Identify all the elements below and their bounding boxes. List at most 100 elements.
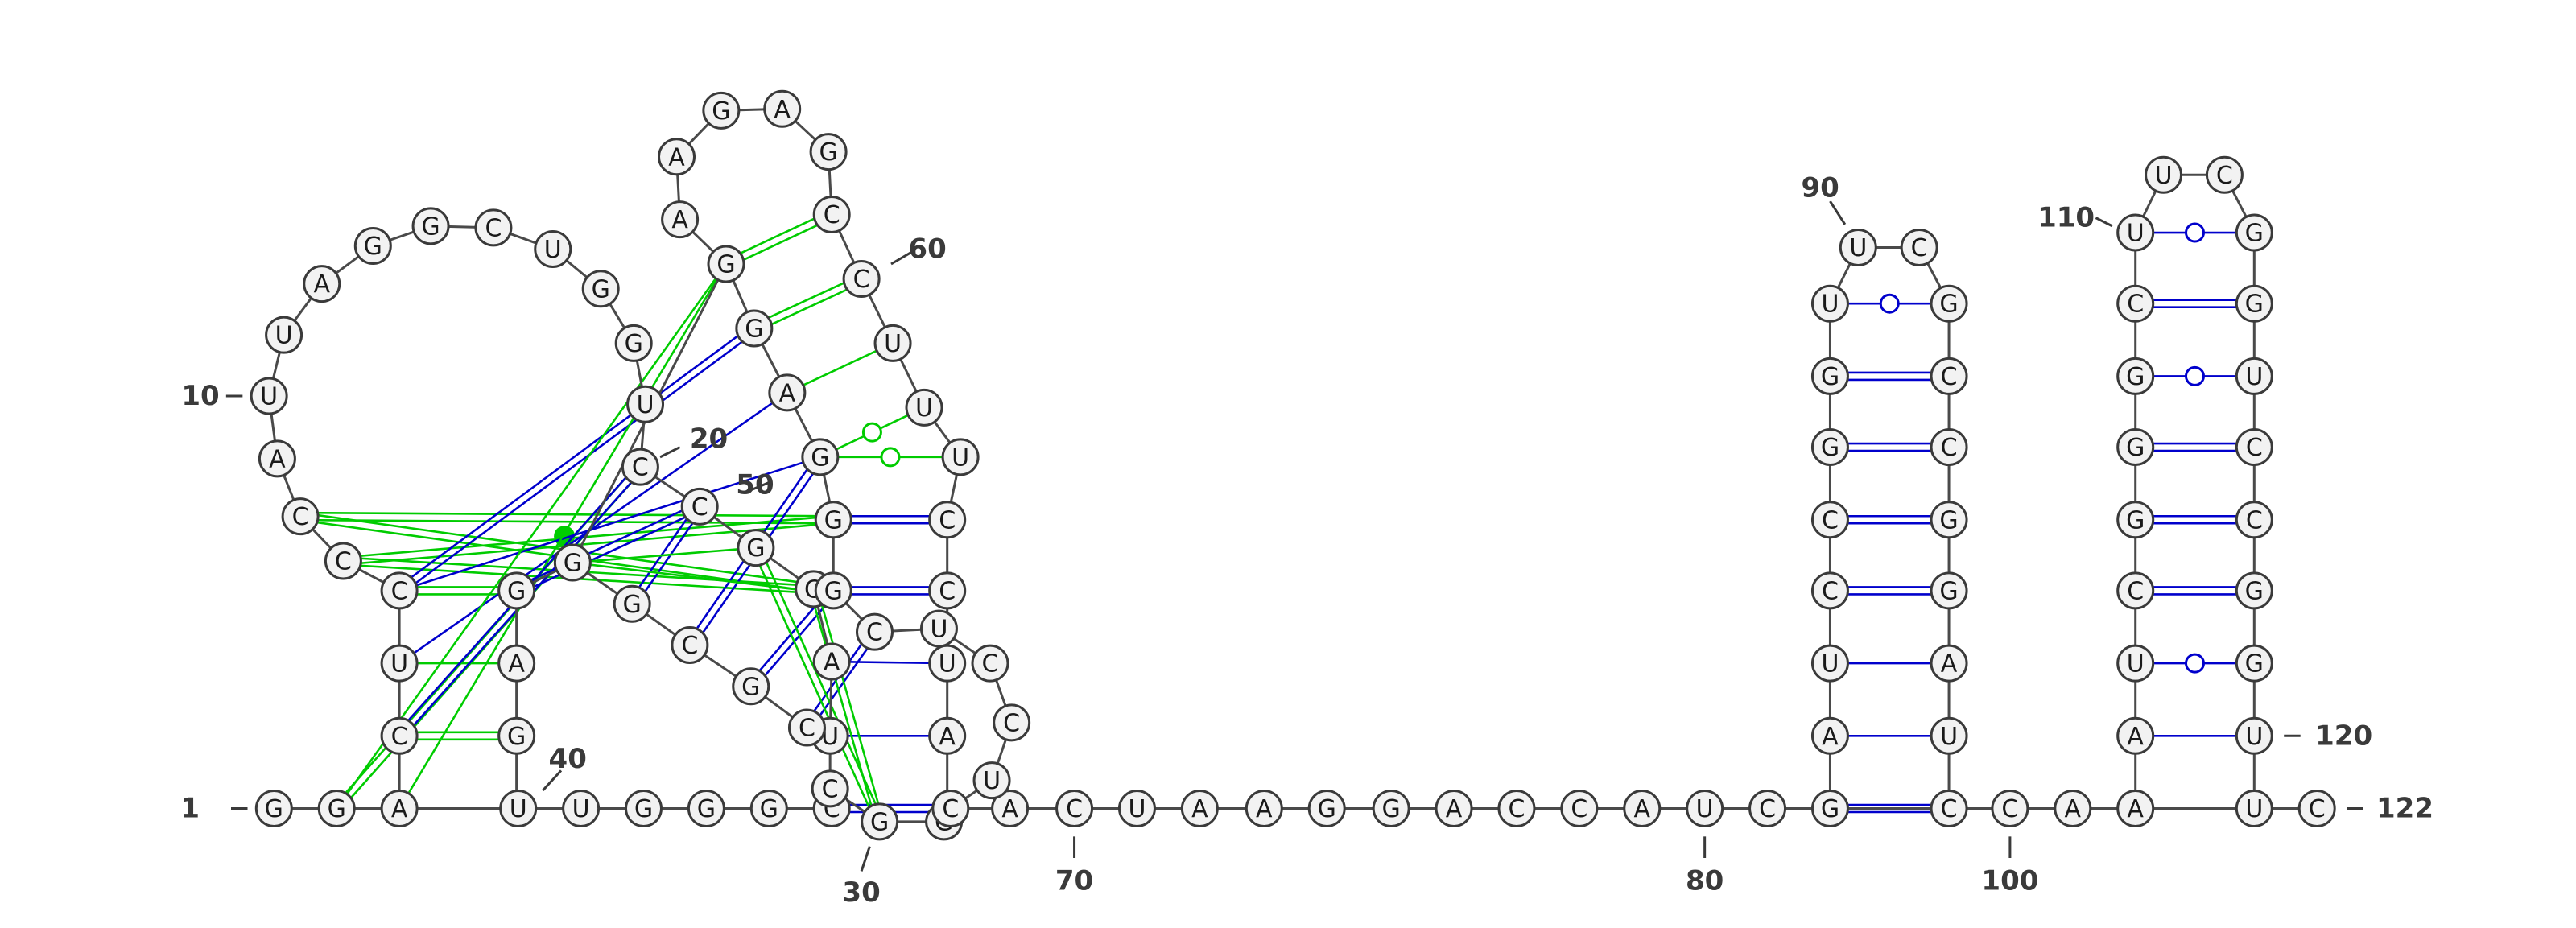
nucleotide-letter: C <box>2246 506 2263 534</box>
nucleotide-letter: A <box>939 723 956 751</box>
nucleotide: U <box>1810 284 1849 323</box>
nucleotide: A <box>1180 790 1219 827</box>
nucleotide-letter: C <box>1759 795 1776 823</box>
nucleotide-letter: A <box>1941 650 1958 678</box>
nucleotide: G <box>2235 213 2273 252</box>
nucleotide-letter: U <box>2245 795 2263 823</box>
canonical-pair <box>517 509 702 596</box>
nucleotide-letter: C <box>799 715 815 743</box>
nucleotide: C <box>621 448 659 486</box>
nucleotide: G <box>2116 428 2155 467</box>
noncanonical-pair <box>786 342 894 394</box>
nucleotide-letter: C <box>2216 162 2233 190</box>
nucleotide-letter: A <box>824 649 840 677</box>
noncanonical-pair <box>398 263 728 810</box>
nucleotide: U <box>1117 790 1156 827</box>
nucleotide: C <box>971 644 1009 683</box>
nucleotide-letter: G <box>819 138 837 167</box>
nucleotide-letter: G <box>2245 291 2264 319</box>
nucleotide-letter: C <box>824 201 840 229</box>
nucleotide-letter: U <box>2245 363 2263 391</box>
index-label-20: 20 <box>690 423 728 455</box>
nucleotide: G <box>1810 428 1849 467</box>
nucleotide: G <box>2116 357 2155 395</box>
nucleotide-letter: C <box>2001 795 2018 823</box>
noncanonical-pair <box>752 274 861 327</box>
nucleotide: G <box>749 790 788 827</box>
nucleotide: C <box>2235 428 2273 467</box>
nucleotide: C <box>1810 571 1849 610</box>
nucleotide: A <box>497 644 536 683</box>
nucleotide-letter: U <box>1821 291 1839 319</box>
nucleotide-letter: U <box>930 616 947 644</box>
nucleotide: G <box>613 584 651 623</box>
noncanonical-pair <box>751 548 877 824</box>
nucleotide-letter: C <box>2246 434 2263 462</box>
nucleotide: U <box>2235 790 2273 827</box>
nucleotide: A <box>661 200 700 239</box>
nucleotide-letter: G <box>824 577 843 605</box>
nucleotide-letter: U <box>275 322 293 350</box>
nucleotide-letter: C <box>1571 795 1587 823</box>
nucleotide-letter: G <box>634 795 653 823</box>
index-tick <box>542 769 563 791</box>
wobble-pair-marker <box>2185 222 2205 243</box>
nucleotide: U <box>928 644 967 683</box>
nucleotide-letter: C <box>632 454 649 482</box>
nucleotide-letter: U <box>390 650 408 678</box>
nucleotide-letter: C <box>1822 577 1839 605</box>
nucleotide-letter: C <box>485 214 502 242</box>
nucleotide-letter: U <box>1696 795 1714 823</box>
canonical-pair <box>628 504 698 603</box>
nucleotide: C <box>811 769 849 808</box>
nucleotide-letter: U <box>952 443 969 472</box>
nucleotide: A <box>991 790 1030 827</box>
nucleotide: G <box>1930 571 1968 610</box>
nucleotide-letter: G <box>623 591 642 619</box>
nucleotide: A <box>812 642 851 681</box>
nucleotide-letter: U <box>983 767 1001 795</box>
nucleotide: U <box>1810 644 1849 683</box>
nucleotide: A <box>1810 716 1849 755</box>
nucleotide: C <box>380 571 419 610</box>
wobble-pair-marker <box>2185 365 2205 386</box>
nucleotide-letter: U <box>260 383 278 411</box>
nucleotide: C <box>928 501 967 539</box>
nucleotide-letter: U <box>1940 723 1958 751</box>
nucleotide-letter: G <box>328 795 346 823</box>
nucleotide-letter: U <box>2155 162 2173 190</box>
nucleotide-letter: G <box>1318 795 1336 823</box>
nucleotide: G <box>497 571 536 610</box>
nucleotide-letter: G <box>824 506 843 534</box>
nucleotide-letter: G <box>592 275 610 303</box>
nucleotide-letter: C <box>2309 795 2326 823</box>
nucleotide: U <box>1930 716 1968 755</box>
index-label-30: 30 <box>842 876 880 909</box>
nucleotide: C <box>993 703 1031 742</box>
nucleotide: G <box>1372 790 1410 827</box>
nucleotide: U <box>873 324 912 362</box>
nucleotide-letter: U <box>1821 650 1839 678</box>
nucleotide-letter: U <box>572 795 590 823</box>
nucleotide: A <box>2054 790 2092 827</box>
nucleotide-letter: A <box>508 650 525 678</box>
nucleotide: G <box>861 802 899 841</box>
nucleotide: U <box>1839 229 1877 266</box>
index-label-80: 80 <box>1686 865 1724 897</box>
nucleotide-letter: C <box>292 503 309 531</box>
nucleotide-letter: G <box>2126 434 2145 462</box>
nucleotide-letter: C <box>1003 709 1020 737</box>
nucleotide: U <box>1686 790 1724 827</box>
index-label-10: 10 <box>181 380 219 412</box>
index-tick <box>890 251 912 266</box>
noncanonical-pair <box>815 588 885 822</box>
nucleotide-letter: G <box>712 97 730 126</box>
index-label-40: 40 <box>549 743 587 775</box>
canonical-pair <box>398 456 821 592</box>
nucleotide-letter: A <box>671 206 688 234</box>
nucleotide: U <box>626 385 665 423</box>
canonical-pair <box>832 660 947 665</box>
nucleotide: C <box>380 716 419 755</box>
nucleotide: G <box>614 324 653 362</box>
nucleotide-letter: G <box>1821 795 1839 823</box>
